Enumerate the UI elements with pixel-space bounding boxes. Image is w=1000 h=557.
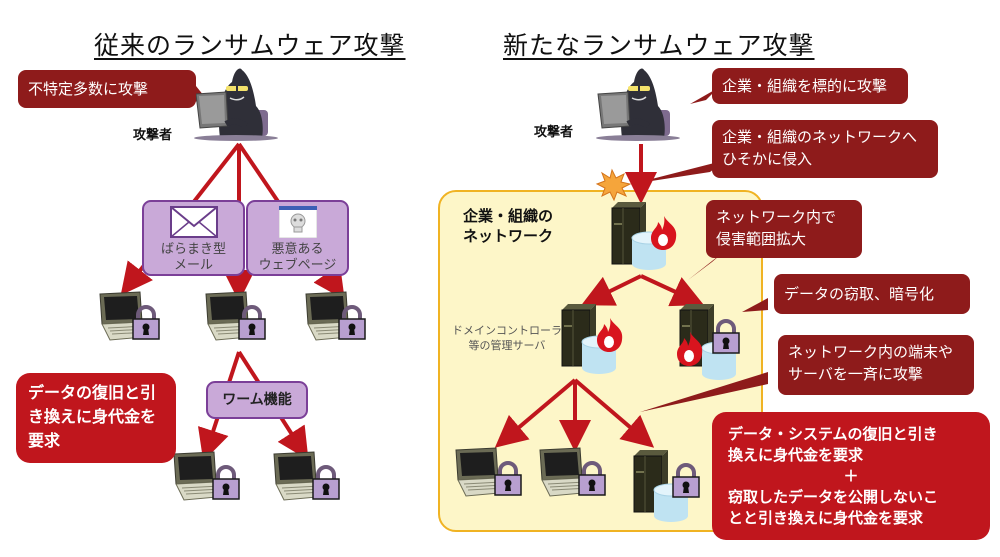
ransom-text-line: データの復旧と引 bbox=[28, 383, 157, 402]
hacker-icon-right bbox=[596, 69, 680, 142]
vector-spam-mail: ばらまき型 メール bbox=[142, 200, 245, 276]
attacker-label-left: 攻撃者 bbox=[133, 128, 173, 143]
lock-icon bbox=[493, 461, 523, 497]
callout-stealth-intrusion: 企業・組織のネットワークへ ひそかに侵入 bbox=[712, 120, 938, 178]
callout-text-line: ネットワーク内の端末や bbox=[788, 343, 954, 361]
callout-pointer bbox=[640, 372, 768, 412]
dc-label-line2: 等の管理サーバ bbox=[468, 339, 546, 352]
callout-pointer bbox=[690, 88, 718, 104]
flame-icon bbox=[651, 216, 677, 250]
callout-text-line: ひそかに侵入 bbox=[722, 150, 813, 168]
arrow-to-pc-a bbox=[494, 378, 577, 448]
network-label-line1: 企業・組織の bbox=[463, 207, 554, 225]
vector-label-line2: ウェブページ bbox=[258, 258, 337, 273]
network-label: 企業・組織の ネットワーク bbox=[463, 206, 553, 246]
ransom-text-line: データ・システムの復旧と引き bbox=[728, 425, 938, 443]
callout-steal-encrypt: データの窃取、暗号化 bbox=[774, 274, 970, 314]
ransom-text-line: 窃取したデータを公開しないこ bbox=[728, 488, 939, 506]
malicious-webpage-icon bbox=[278, 206, 317, 238]
callout-text-line: サーバを一斉に攻撃 bbox=[788, 365, 923, 383]
lock-icon bbox=[711, 319, 741, 355]
worm-function-box: ワーム機能 bbox=[206, 381, 308, 419]
callout-ransom-left: データの復旧と引 き換えに身代金を 要求 bbox=[16, 373, 176, 463]
domain-controller-label: ドメインコントローラ 等の管理サーバ bbox=[452, 323, 562, 353]
envelope-icon bbox=[169, 206, 218, 238]
callout-text: データの窃取、暗号化 bbox=[784, 285, 935, 303]
callout-text-line: 企業・組織のネットワークへ bbox=[722, 128, 918, 146]
flame-icon bbox=[597, 318, 623, 352]
callout-pointer bbox=[742, 298, 768, 312]
intrusion-burst-icon bbox=[595, 168, 632, 202]
ransom-text-line: 換えに身代金を要求 bbox=[728, 446, 864, 464]
vector-label-line1: 悪意ある bbox=[271, 242, 324, 257]
callout-text-line: 侵害範囲拡大 bbox=[716, 230, 807, 248]
vector-label-line1: ばらまき型 bbox=[160, 242, 226, 257]
lock-icon bbox=[671, 463, 701, 499]
right-title: 新たなランサムウェア攻撃 bbox=[503, 31, 815, 60]
ransom-plus-sign: ＋ bbox=[843, 467, 859, 485]
callout-targeted-attack: 企業・組織を標的に攻撃 bbox=[712, 68, 908, 104]
attacker-label-right: 攻撃者 bbox=[534, 125, 574, 140]
ransom-text-line: とと引き換えに身代金を要求 bbox=[728, 509, 924, 527]
callout-ransom-right: データ・システムの復旧と引き 換えに身代金を要求 ＋ 窃取したデータを公開しない… bbox=[712, 412, 990, 540]
dc-label-line1: ドメインコントローラ bbox=[452, 324, 562, 337]
vector-malicious-webpage: 悪意ある ウェブページ bbox=[246, 200, 349, 276]
ransom-text-line: 要求 bbox=[28, 431, 61, 450]
left-title: 従来のランサムウェア攻撃 bbox=[94, 31, 406, 60]
callout-mass-attack: 不特定多数に攻撃 bbox=[18, 70, 196, 108]
callout-spread: ネットワーク内で 侵害範囲拡大 bbox=[706, 200, 862, 258]
right-attack-arrows bbox=[494, 144, 704, 452]
network-label-line2: ネットワーク bbox=[463, 227, 554, 245]
vector-label-line2: メール bbox=[173, 258, 213, 273]
callout-text: 不特定多数に攻撃 bbox=[28, 80, 149, 98]
ransom-text-line: き換えに身代金を bbox=[28, 407, 157, 426]
arrow-to-dc bbox=[581, 274, 642, 306]
callout-text: 企業・組織を標的に攻撃 bbox=[722, 77, 888, 95]
arrow-to-server3 bbox=[573, 378, 655, 448]
callout-text-line: ネットワーク内で bbox=[716, 208, 837, 226]
lock-icon bbox=[577, 461, 607, 497]
arrow-to-server2 bbox=[640, 274, 704, 307]
worm-label: ワーム機能 bbox=[222, 392, 292, 408]
callout-simultaneous-attack: ネットワーク内の端末や サーバを一斉に攻撃 bbox=[778, 335, 974, 395]
